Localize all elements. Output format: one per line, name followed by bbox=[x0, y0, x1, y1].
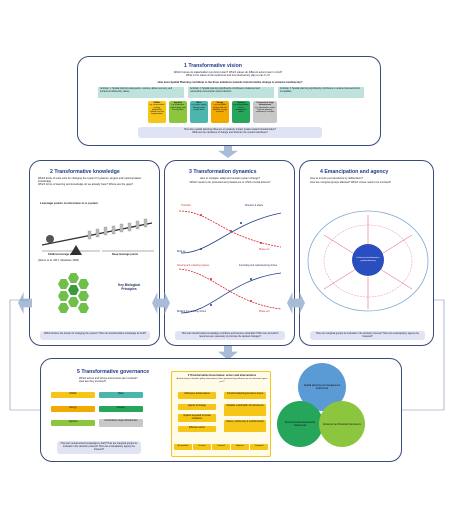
gov-item-resistance: Impacts expected to create resistance bbox=[178, 414, 216, 422]
governance-center-block: 2 Transformative Governance: actors and … bbox=[171, 371, 271, 457]
panel4-title: 4 Emancipation and agency bbox=[320, 169, 389, 175]
deep-leverage-label: Deep leverage points bbox=[112, 253, 139, 256]
key-principles-title: Key Biological Principles bbox=[118, 283, 140, 291]
panel1-title: 1 Transformative vision bbox=[184, 63, 242, 69]
gov-op-inclusive: Inclusive bbox=[193, 444, 211, 450]
gov-sector-energy: Energy bbox=[51, 406, 95, 412]
panel1-question-1: Which futures do stakeholders (envision)… bbox=[173, 71, 283, 74]
biological-principles-cluster bbox=[50, 273, 100, 321]
gov-sector-forestry: Forestry bbox=[99, 406, 143, 412]
shallow-leverage-label: Shallow leverage points bbox=[48, 253, 78, 256]
ambition-2: Ambition 2: Spatial planning significant… bbox=[188, 87, 274, 98]
label-direction-shape: Direction & shape bbox=[245, 205, 264, 207]
arrow-p2-p3 bbox=[152, 292, 170, 314]
hexagon bbox=[78, 291, 89, 301]
gov-op-accountable: Accountable bbox=[174, 444, 192, 450]
center-inclusive-planning: Inclusive transformative spatial plannin… bbox=[352, 244, 384, 276]
ambition-1: Ambition 1: Spatial planning safeguards,… bbox=[98, 87, 184, 98]
hexagon bbox=[58, 279, 69, 289]
label-innovating-niches: Innovating and mainstreaming niches bbox=[239, 265, 278, 267]
panel3-question-2: Which needs to be protected and phased-o… bbox=[189, 181, 271, 184]
hexagon bbox=[78, 279, 89, 289]
panel-transformative-governance: 5 Transformative governance Which actors… bbox=[40, 358, 402, 462]
gov-sector-wildlife: Wildlife bbox=[51, 392, 95, 398]
panel-transformative-vision: 1 Transformative vision Which futures do… bbox=[77, 56, 381, 146]
label-building-niches: Building the nurturing niches bbox=[177, 311, 206, 313]
label-transition: Transition bbox=[181, 205, 191, 207]
gov-item-nature: Nature, biodiversity & multifunctional bbox=[224, 420, 266, 432]
gov-op-informed: Informed bbox=[212, 444, 230, 450]
panel3-question-1: How to navigate, adapt and sustain syste… bbox=[199, 177, 261, 180]
gov-item-effective: Effective actors bbox=[178, 426, 216, 432]
panel-transformative-knowledge: 2 Transformative knowledge Which kinds o… bbox=[29, 160, 160, 346]
label-build-up: Build up bbox=[177, 251, 186, 253]
panel2-title: 2 Transformative knowledge bbox=[50, 169, 120, 175]
hexagon bbox=[78, 303, 89, 313]
panel5-question-2: How are they involved? bbox=[79, 380, 106, 383]
gov-op-integrated: Integrated bbox=[250, 444, 268, 450]
gov-sector-construction: Construction, large infrastructure bbox=[99, 419, 143, 427]
stakeholder-ellipse-diagram bbox=[307, 210, 429, 312]
arrow-p3-p4 bbox=[287, 292, 305, 314]
circle-environmental: Environmental assessments instruments bbox=[277, 401, 323, 447]
leverage-title: Leverage points to intervene in a system bbox=[40, 201, 99, 205]
label-phase-out-2: Phase out bbox=[259, 311, 270, 313]
panel2-question-2: Which forms of learning and knowledge do… bbox=[38, 183, 134, 186]
gov-item-levers: Transformational governance levers bbox=[224, 392, 266, 399]
panel1-bottom-question: How does spatial planning influence or p… bbox=[138, 127, 322, 138]
panel3-title: 3 Transformation dynamics bbox=[189, 169, 257, 175]
governance-center-title: 2 Transformative Governance: actors and … bbox=[187, 374, 257, 377]
panel5-title: 5 Transformative governance bbox=[77, 369, 150, 375]
panel-emancipation-agency: 4 Emancipation and agency How to ensure … bbox=[299, 160, 434, 346]
circle-economic: Economic and financial instruments bbox=[319, 401, 365, 447]
hexagon bbox=[68, 285, 79, 295]
panel5-question-1: Which actors and whose instruments are i… bbox=[79, 377, 138, 380]
hexagon bbox=[68, 297, 79, 307]
panel4-question-1: How to ensure just transitions by delibe… bbox=[310, 177, 364, 180]
hexagon bbox=[58, 303, 69, 313]
panel1-question-3: How does Spatial Planning contribute to … bbox=[157, 81, 303, 84]
label-phase-out: Phase out bbox=[259, 249, 270, 251]
hexagon bbox=[58, 291, 69, 301]
leverage-lever-diagram bbox=[41, 218, 154, 255]
panel4-question-2: How are marginal groups affected? Which … bbox=[310, 181, 391, 184]
x-curve-diagram bbox=[178, 210, 282, 314]
panel3-bottom-question: How can transformative knowledge contrib… bbox=[175, 331, 285, 340]
governance-center-subtitle: A fixed shape of iterative policy interv… bbox=[176, 378, 268, 384]
label-opening-regimes: Opening and unlocking regimes bbox=[177, 265, 210, 267]
gov-sector-agrifood: Agrifood bbox=[51, 420, 95, 426]
hexagon bbox=[68, 273, 79, 283]
leverage-source: (Abson et al. 2017, Meadows 1999) bbox=[38, 259, 79, 262]
panel2-bottom-question: Which kinds is the known for changing th… bbox=[40, 331, 150, 340]
gov-op-adaptive: Adaptive bbox=[231, 444, 249, 450]
gov-item-agents: Agents of change bbox=[178, 404, 216, 410]
gov-item-coordination: Scalable coordination of instruments bbox=[224, 404, 266, 416]
gov-sector-water: Water bbox=[99, 392, 143, 398]
panel5-bottom-question: How can mutual actors knowledge be built… bbox=[57, 441, 141, 454]
panel2-question-1: Which kinds of tools exist for changing … bbox=[38, 177, 142, 184]
panel4-bottom-question: How can marginal groups be included in t… bbox=[310, 331, 425, 340]
gov-item-causes: Addresses actual causes bbox=[178, 392, 216, 399]
ambition-3: Ambition 3: Spatial planning significant… bbox=[278, 87, 364, 98]
panel1-question-2: What is the status at the local level an… bbox=[186, 74, 270, 77]
panel-transformation-dynamics: 3 Transformation dynamics How to navigat… bbox=[164, 160, 295, 346]
